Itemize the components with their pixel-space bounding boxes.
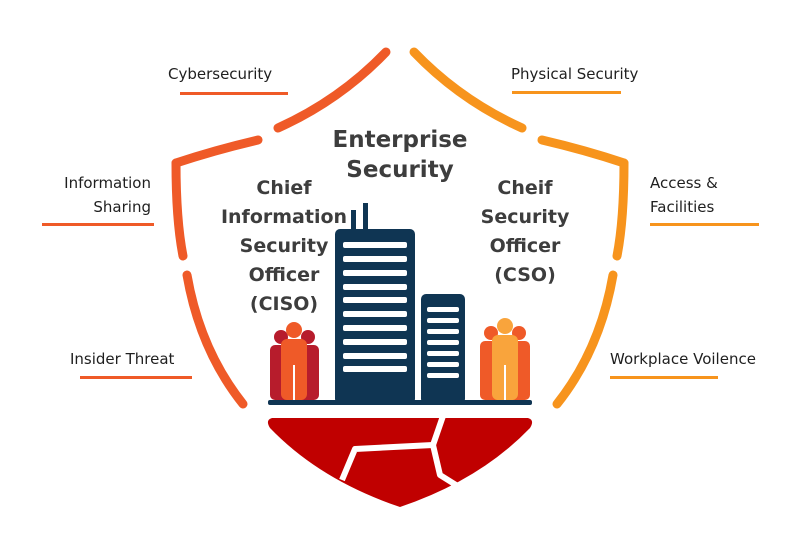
label-text: Workplace Voilence — [610, 350, 756, 368]
cso-line: Security — [480, 206, 570, 228]
label-access-facilities: Access & Facilities — [650, 171, 718, 219]
cso-role-label: Cheif Security Officer (CSO) — [460, 174, 590, 290]
cso-line: Officer — [489, 235, 561, 257]
label-text: Sharing — [93, 198, 151, 216]
cso-line: (CSO) — [494, 264, 556, 286]
people-group-icon — [480, 318, 530, 400]
ciso-line: Information — [220, 206, 348, 228]
ciso-line: Security — [239, 235, 329, 257]
ciso-line: Chief — [256, 177, 312, 199]
label-text: Facilities — [650, 198, 715, 216]
label-insider-threat: Insider Threat — [70, 347, 174, 371]
label-text: Access & — [650, 174, 718, 192]
label-text: Insider Threat — [70, 350, 175, 368]
people-group-icon — [270, 322, 319, 400]
diagram-title: Enterprise Security — [315, 125, 485, 185]
label-text: Cybersecurity — [168, 65, 273, 83]
label-cybersecurity: Cybersecurity — [168, 62, 272, 86]
cso-line: Cheif — [497, 177, 553, 199]
building-icon — [268, 203, 532, 405]
cracked-foundation-icon — [267, 415, 533, 507]
label-information-sharing: Information Sharing — [30, 171, 151, 219]
title-line-2: Security — [346, 157, 454, 183]
title-line-1: Enterprise — [332, 127, 468, 153]
label-text: Information — [64, 174, 151, 192]
ciso-line: Officer — [248, 264, 320, 286]
shield-left-top-segment — [273, 47, 391, 133]
label-physical-security: Physical Security — [511, 62, 638, 86]
label-text: Physical Security — [511, 65, 639, 83]
ciso-role-label: Chief Information Security Officer (CISO… — [218, 174, 350, 319]
label-workplace-violence: Workplace Voilence — [610, 347, 756, 371]
ciso-line: (CISO) — [249, 293, 319, 315]
